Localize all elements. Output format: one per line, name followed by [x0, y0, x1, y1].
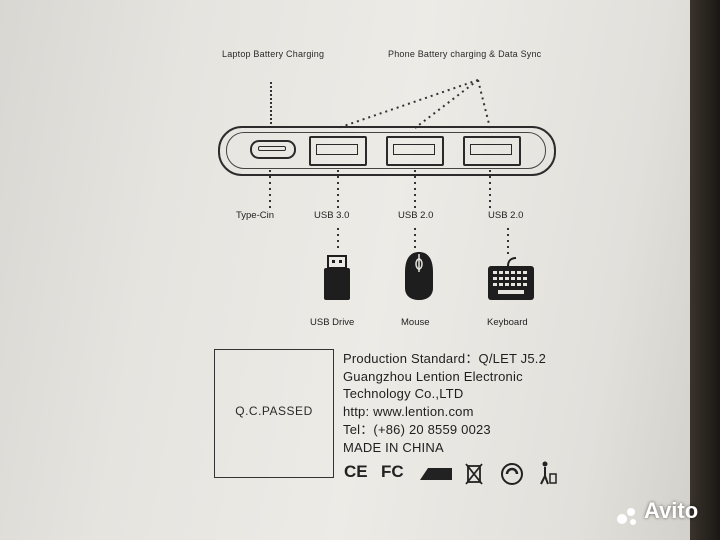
port-label-usb2-a: USB 2.0 [398, 210, 434, 221]
hub-inner-outline [226, 132, 546, 169]
spec-made-in: MADE IN CHINA [343, 440, 444, 455]
usb2-port-icon-1 [386, 136, 444, 166]
avito-logo-icon [617, 508, 636, 525]
qc-passed-box: Q.C.PASSED [214, 349, 334, 478]
recycle-icon [501, 463, 523, 485]
device-label-keyboard: Keyboard [487, 317, 528, 328]
hub-outline [218, 126, 556, 176]
usb2-port-icon-2 [463, 136, 521, 166]
port-label-usb2-b: USB 2.0 [488, 210, 524, 221]
keyboard-icon [488, 257, 534, 300]
device-label-usb-drive: USB Drive [310, 317, 355, 328]
port-label-usb3: USB 3.0 [314, 210, 350, 221]
fc-mark: FC [381, 462, 404, 481]
weee-bin-icon [465, 463, 483, 485]
phone-charging-label: Phone Battery charging & Data Sync [388, 49, 542, 59]
laptop-charging-label: Laptop Battery Charging [222, 49, 325, 59]
mouse-icon [405, 252, 433, 300]
qc-passed-label: Q.C.PASSED [235, 404, 313, 418]
spec-company-line1: Guangzhou Lention Electronic [343, 369, 523, 384]
spec-company-line2: Technology Co.,LTD [343, 386, 464, 401]
device-label-mouse: Mouse [401, 317, 430, 328]
background-edge [690, 0, 720, 540]
rohs-icon [420, 468, 452, 480]
port-label-typec: Type-Cin [236, 210, 275, 221]
usb3-port-icon [309, 136, 367, 166]
usb-drive-icon [324, 255, 350, 300]
spec-telephone: Tel：(+86) 20 8559 0023 [343, 422, 491, 437]
type-c-port-icon [250, 140, 296, 159]
spec-production-standard: Production Standard：Q/LET J5.2 [343, 351, 547, 366]
tidy-man-icon [540, 461, 557, 485]
avito-watermark: Avito [644, 498, 699, 523]
laptop-dotted-line [270, 82, 272, 128]
ce-mark: CE [344, 462, 368, 481]
spec-website: http: www.lention.com [343, 404, 474, 419]
